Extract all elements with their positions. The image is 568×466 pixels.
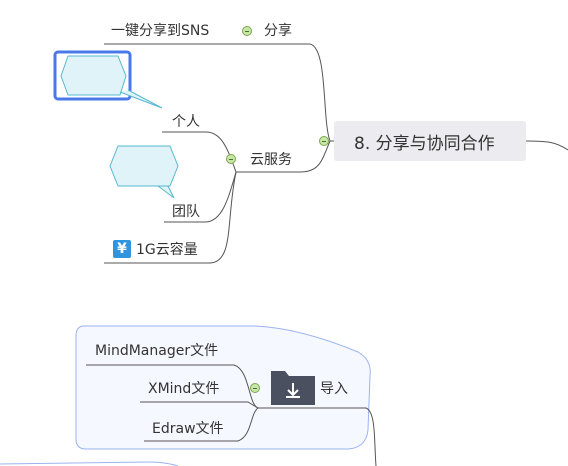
cloud-branch-label[interactable]: 云服务 bbox=[250, 152, 292, 168]
collapse-toggle-icon[interactable] bbox=[226, 154, 236, 164]
lower-boundary-edge bbox=[0, 461, 179, 466]
import-item-edraw[interactable]: Edraw文件 bbox=[152, 421, 224, 437]
main-topic[interactable]: 8. 分享与协同合作 bbox=[334, 121, 526, 161]
import-item-mindmanager[interactable]: MindManager文件 bbox=[95, 343, 219, 359]
connection-lines bbox=[86, 43, 568, 466]
import-item-xmind[interactable]: XMind文件 bbox=[148, 381, 220, 397]
share-branch-label[interactable]: 分享 bbox=[264, 23, 292, 39]
team-label[interactable]: 团队 bbox=[172, 204, 200, 220]
callout-bubble-2[interactable] bbox=[109, 145, 179, 199]
yen-icon: ¥ bbox=[113, 240, 131, 258]
callout-bubble-1[interactable] bbox=[60, 55, 163, 109]
sns-share-label[interactable]: 一键分享到SNS bbox=[111, 23, 210, 39]
cloud-capacity-label[interactable]: 1G云容量 bbox=[136, 242, 198, 258]
collapse-toggle-icon[interactable] bbox=[319, 136, 329, 146]
personal-label[interactable]: 个人 bbox=[172, 114, 200, 130]
folder-download-icon bbox=[271, 371, 315, 405]
import-boundary[interactable] bbox=[75, 325, 371, 450]
collapse-toggle-icon[interactable] bbox=[250, 383, 260, 393]
collapse-toggle-icon[interactable] bbox=[242, 26, 252, 36]
selection-frame[interactable] bbox=[53, 50, 132, 101]
import-branch-label[interactable]: 导入 bbox=[320, 381, 348, 397]
